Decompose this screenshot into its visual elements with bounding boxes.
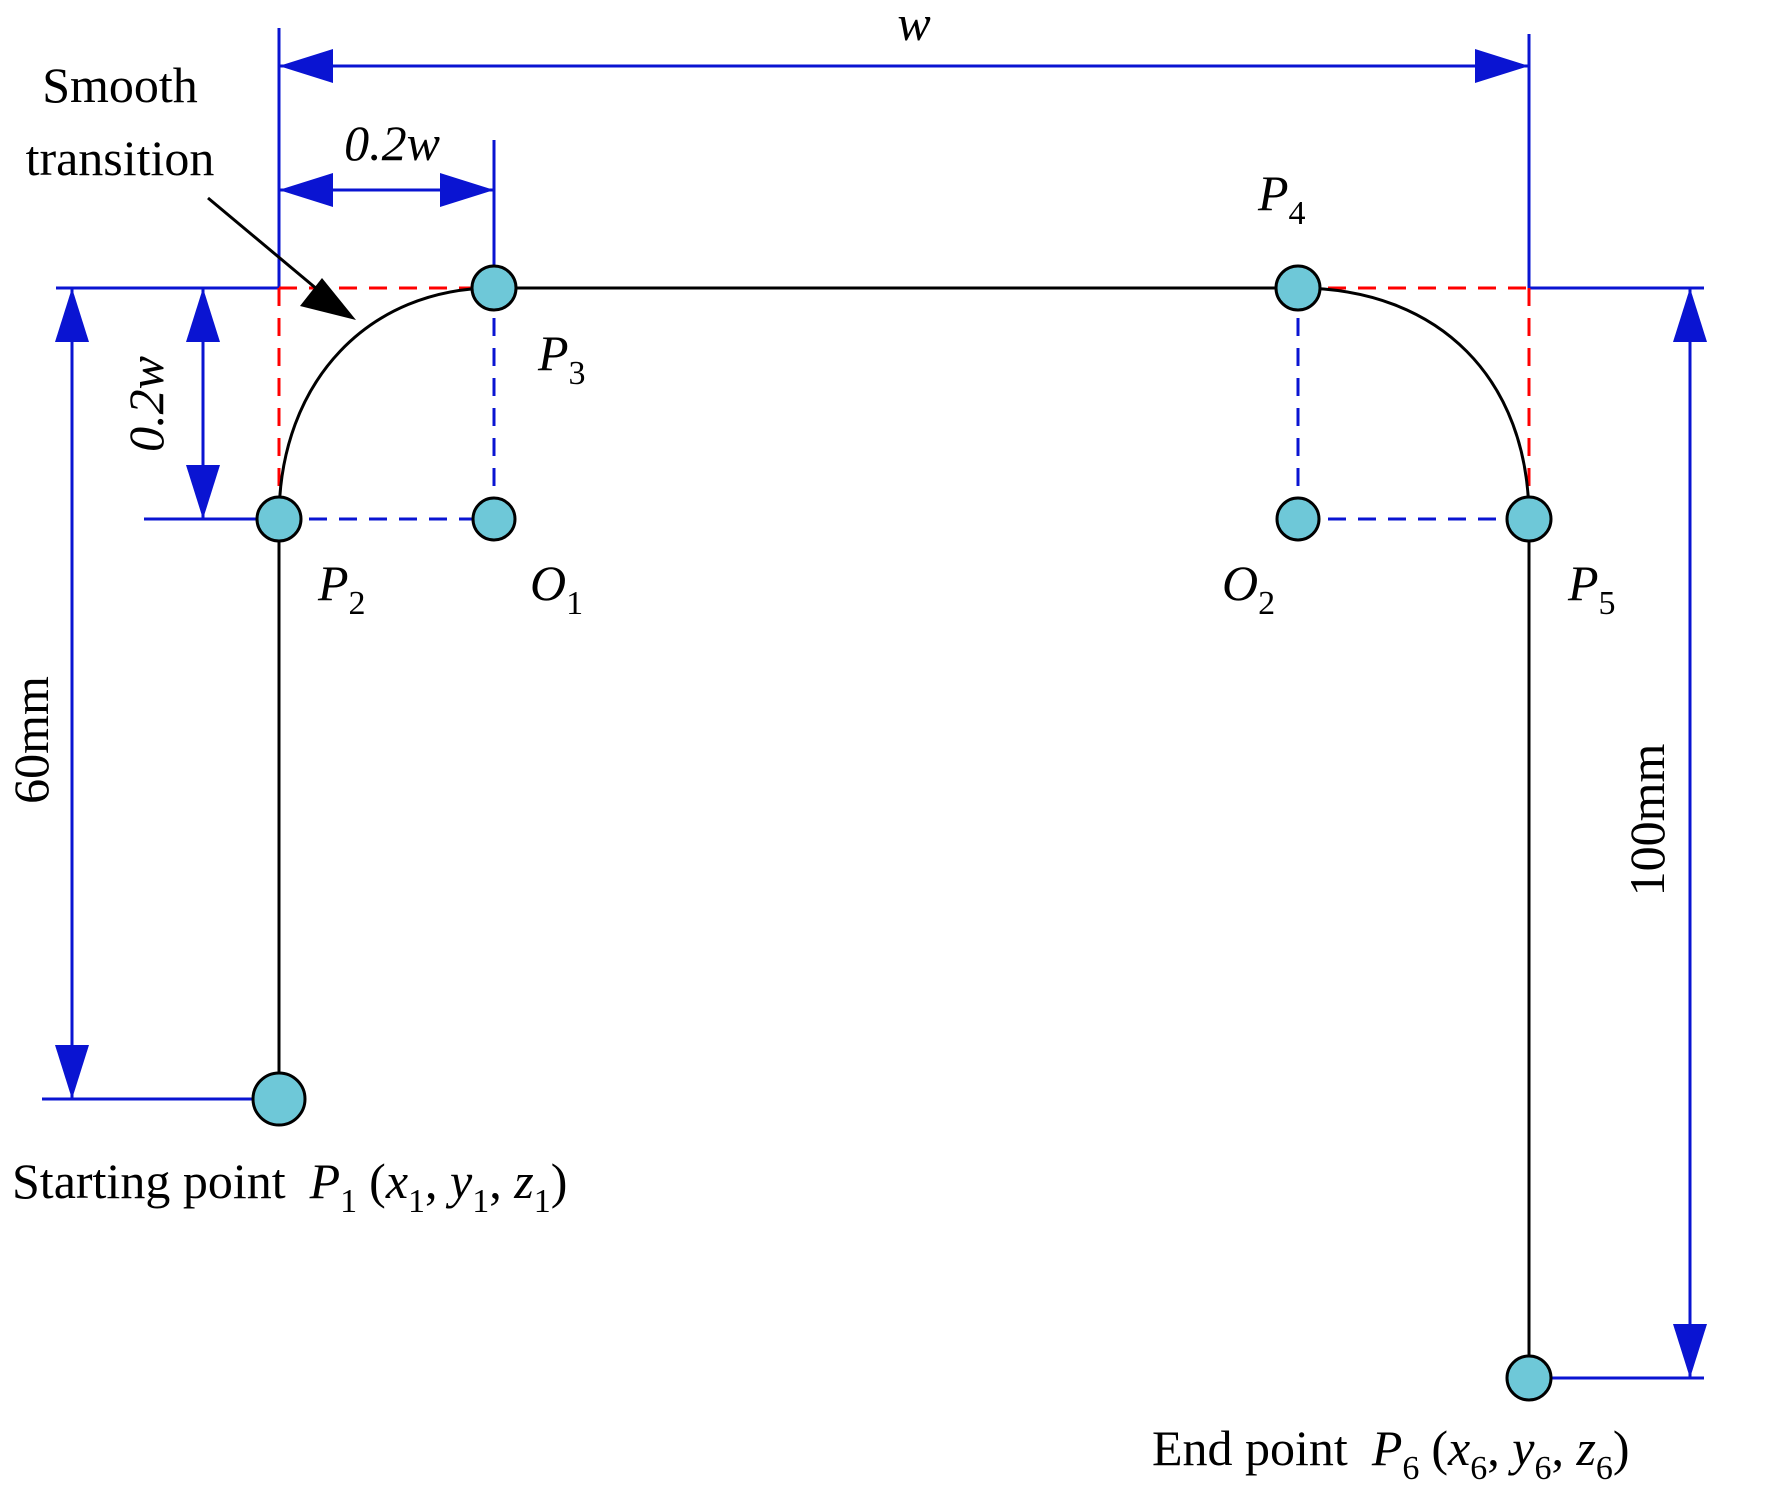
smooth-transition-arrowhead (300, 278, 356, 320)
corner-x-label: 0.2w (344, 115, 440, 171)
annotation-line2: transition (26, 130, 215, 186)
annotation-line1: Smooth (42, 57, 198, 113)
label-o2: O2 (1222, 555, 1275, 622)
corner-y-arrow-up (186, 288, 220, 342)
left-height-label: 60mm (3, 676, 59, 804)
right-height-arrow-down (1673, 1324, 1707, 1378)
smooth-transition-leader (207, 196, 331, 302)
corner-x-arrow-left (279, 173, 333, 207)
labels: w Smooth transition 0.2w 0.2w 60mm 100mm… (3, 0, 1675, 1487)
label-o1: O1 (530, 555, 583, 622)
corner-y-arrow-down (186, 465, 220, 519)
right-height-label: 100mm (1619, 744, 1675, 897)
node-p2 (255, 495, 303, 543)
node-p5 (1505, 495, 1553, 543)
dimension-arrowheads (55, 49, 1707, 1378)
node-o1 (471, 496, 517, 542)
left-height-arrow-down (55, 1045, 89, 1099)
w-arrow-left (279, 49, 333, 83)
width-label: w (897, 0, 930, 51)
red-guide-lines (277, 286, 1531, 519)
label-p4: P4 (1257, 165, 1306, 232)
node-o2 (1275, 496, 1321, 542)
right-height-arrow-up (1673, 288, 1707, 342)
node-p6 (1505, 1354, 1553, 1402)
trajectory-path (277, 286, 1531, 1378)
left-height-arrow-up (55, 288, 89, 342)
node-p4 (1274, 264, 1322, 312)
nodes (251, 264, 1553, 1402)
blue-guide-lines (279, 288, 1529, 521)
node-p3 (470, 264, 518, 312)
corner-y-label: 0.2w (118, 356, 174, 452)
w-arrow-right (1475, 49, 1529, 83)
label-p3: P3 (537, 325, 586, 392)
corner-x-arrow-right (440, 173, 494, 207)
label-p5: P5 (1567, 555, 1616, 622)
label-p2: P2 (317, 555, 366, 622)
dimension-lines (42, 28, 1704, 1380)
node-p1 (251, 1071, 307, 1127)
